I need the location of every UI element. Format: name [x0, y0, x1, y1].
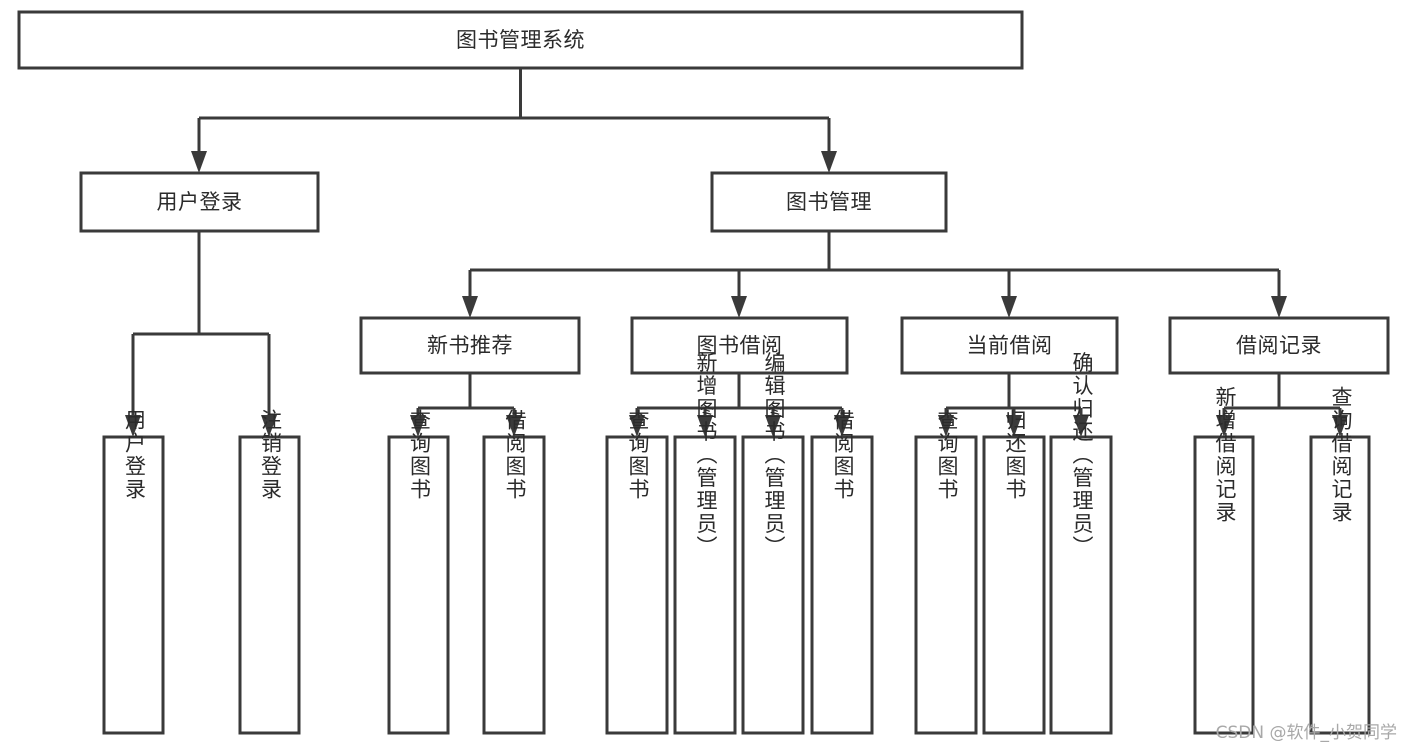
connectors-layer: [125, 68, 1348, 437]
node-leaf-2-0-rect[interactable]: [605, 435, 669, 735]
node-leaf-2-0[interactable]: 查询图书: [605, 409, 669, 735]
node-leaf-1-1-label: 借阅图书: [503, 409, 527, 501]
node-leaf-1-0-rect[interactable]: [387, 435, 450, 735]
node-leaf-3-1[interactable]: 归还图书: [982, 409, 1046, 735]
arrow-to-leaf-3-1: [1006, 415, 1022, 437]
node-level3-0[interactable]: 新书推荐: [359, 316, 581, 375]
arrow-to-level3-1: [731, 296, 747, 318]
node-leaf-2-0-label: 查询图书: [626, 409, 650, 501]
node-leaf-3-2-rect[interactable]: [1049, 435, 1113, 735]
node-leaf-3-1-label: 归还图书: [1003, 409, 1027, 501]
node-leaf-3-2[interactable]: 确认归还（管理员）: [1049, 352, 1113, 735]
node-level3-0-rect[interactable]: [359, 316, 581, 375]
arrow-to-leaf-0-1: [261, 415, 277, 437]
node-leaf-4-0-label: 新增借阅记录: [1213, 386, 1237, 524]
arrow-to-leaf-2-0: [629, 415, 645, 437]
arrow-to-leaf-0-0: [125, 415, 141, 437]
nodes-layer: 图书管理系统用户登录图书管理新书推荐图书借阅当前借阅借阅记录用户登录注销登录查询…: [17, 10, 1390, 735]
node-root-rect[interactable]: [17, 10, 1024, 70]
node-leaf-0-0-rect[interactable]: [102, 435, 165, 735]
node-leaf-3-0[interactable]: 查询图书: [914, 409, 978, 735]
arrow-to-leaf-3-0: [938, 415, 954, 437]
node-leaf-0-1[interactable]: 注销登录: [238, 409, 301, 735]
node-leaf-1-0[interactable]: 查询图书: [387, 409, 450, 735]
node-leaf-2-3-rect[interactable]: [810, 435, 874, 735]
node-leaf-1-1-rect[interactable]: [482, 435, 546, 735]
node-level3-0-label: 新书推荐: [427, 334, 513, 358]
node-leaf-2-2-rect[interactable]: [741, 435, 805, 735]
arrow-to-leaf-4-1: [1332, 415, 1348, 437]
node-root-label: 图书管理系统: [456, 28, 585, 52]
node-leaf-2-3[interactable]: 借阅图书: [810, 409, 874, 735]
node-leaf-2-3-label: 借阅图书: [831, 409, 855, 501]
node-leaf-4-0-rect[interactable]: [1193, 435, 1255, 735]
node-leaf-4-1[interactable]: 查询借阅记录: [1309, 386, 1371, 735]
node-leaf-4-1-label: 查询借阅记录: [1329, 386, 1353, 524]
node-leaf-0-1-label: 注销登录: [259, 409, 283, 501]
node-level2-1[interactable]: 图书管理: [710, 171, 948, 233]
node-level3-3-label: 借阅记录: [1236, 334, 1322, 358]
node-level3-3[interactable]: 借阅记录: [1168, 316, 1390, 375]
arrow-to-leaf-2-3: [834, 415, 850, 437]
arrow-to-leaf-2-1: [697, 415, 713, 437]
arrow-to-leaf-4-0: [1216, 415, 1232, 437]
node-leaf-0-0[interactable]: 用户登录: [102, 409, 165, 735]
node-leaf-1-0-label: 查询图书: [408, 409, 432, 501]
arrow-to-level2-0: [191, 151, 207, 173]
arrow-to-level3-2: [1001, 296, 1017, 318]
node-level3-2[interactable]: 当前借阅: [900, 316, 1119, 375]
node-level3-1[interactable]: 图书借阅: [630, 316, 849, 375]
arrow-to-level3-0: [462, 296, 478, 318]
arrow-to-leaf-3-2: [1073, 415, 1089, 437]
node-leaf-3-2-label: 确认归还（管理员）: [1070, 352, 1094, 559]
arrow-to-leaf-1-1: [506, 415, 522, 437]
node-leaf-2-1[interactable]: 新增图书（管理员）: [673, 352, 737, 735]
arrow-to-leaf-1-0: [410, 415, 426, 437]
node-leaf-2-1-label: 新增图书（管理员）: [694, 352, 718, 559]
node-root[interactable]: 图书管理系统: [17, 10, 1024, 70]
node-leaf-4-0[interactable]: 新增借阅记录: [1193, 386, 1255, 735]
node-level3-1-rect[interactable]: [630, 316, 849, 375]
node-level2-0[interactable]: 用户登录: [79, 171, 320, 233]
node-leaf-3-0-rect[interactable]: [914, 435, 978, 735]
node-leaf-3-0-label: 查询图书: [935, 409, 959, 501]
node-leaf-1-1[interactable]: 借阅图书: [482, 409, 546, 735]
arrow-to-level2-1: [821, 151, 837, 173]
node-level3-2-rect[interactable]: [900, 316, 1119, 375]
node-level2-1-rect[interactable]: [710, 171, 948, 233]
node-level3-2-label: 当前借阅: [967, 334, 1053, 358]
node-level3-1-label: 图书借阅: [697, 334, 783, 358]
node-leaf-0-1-rect[interactable]: [238, 435, 301, 735]
arrow-to-level3-3: [1271, 296, 1287, 318]
node-level2-0-label: 用户登录: [157, 190, 243, 214]
node-leaf-4-1-rect[interactable]: [1309, 435, 1371, 735]
node-leaf-2-1-rect[interactable]: [673, 435, 737, 735]
node-leaf-2-2[interactable]: 编辑图书（管理员）: [741, 352, 805, 735]
node-level2-0-rect[interactable]: [79, 171, 320, 233]
node-level3-3-rect[interactable]: [1168, 316, 1390, 375]
node-leaf-0-0-label: 用户登录: [123, 409, 147, 501]
node-level2-1-label: 图书管理: [786, 190, 872, 214]
arrow-to-leaf-2-2: [765, 415, 781, 437]
node-leaf-2-2-label: 编辑图书（管理员）: [762, 352, 786, 559]
node-leaf-3-1-rect[interactable]: [982, 435, 1046, 735]
